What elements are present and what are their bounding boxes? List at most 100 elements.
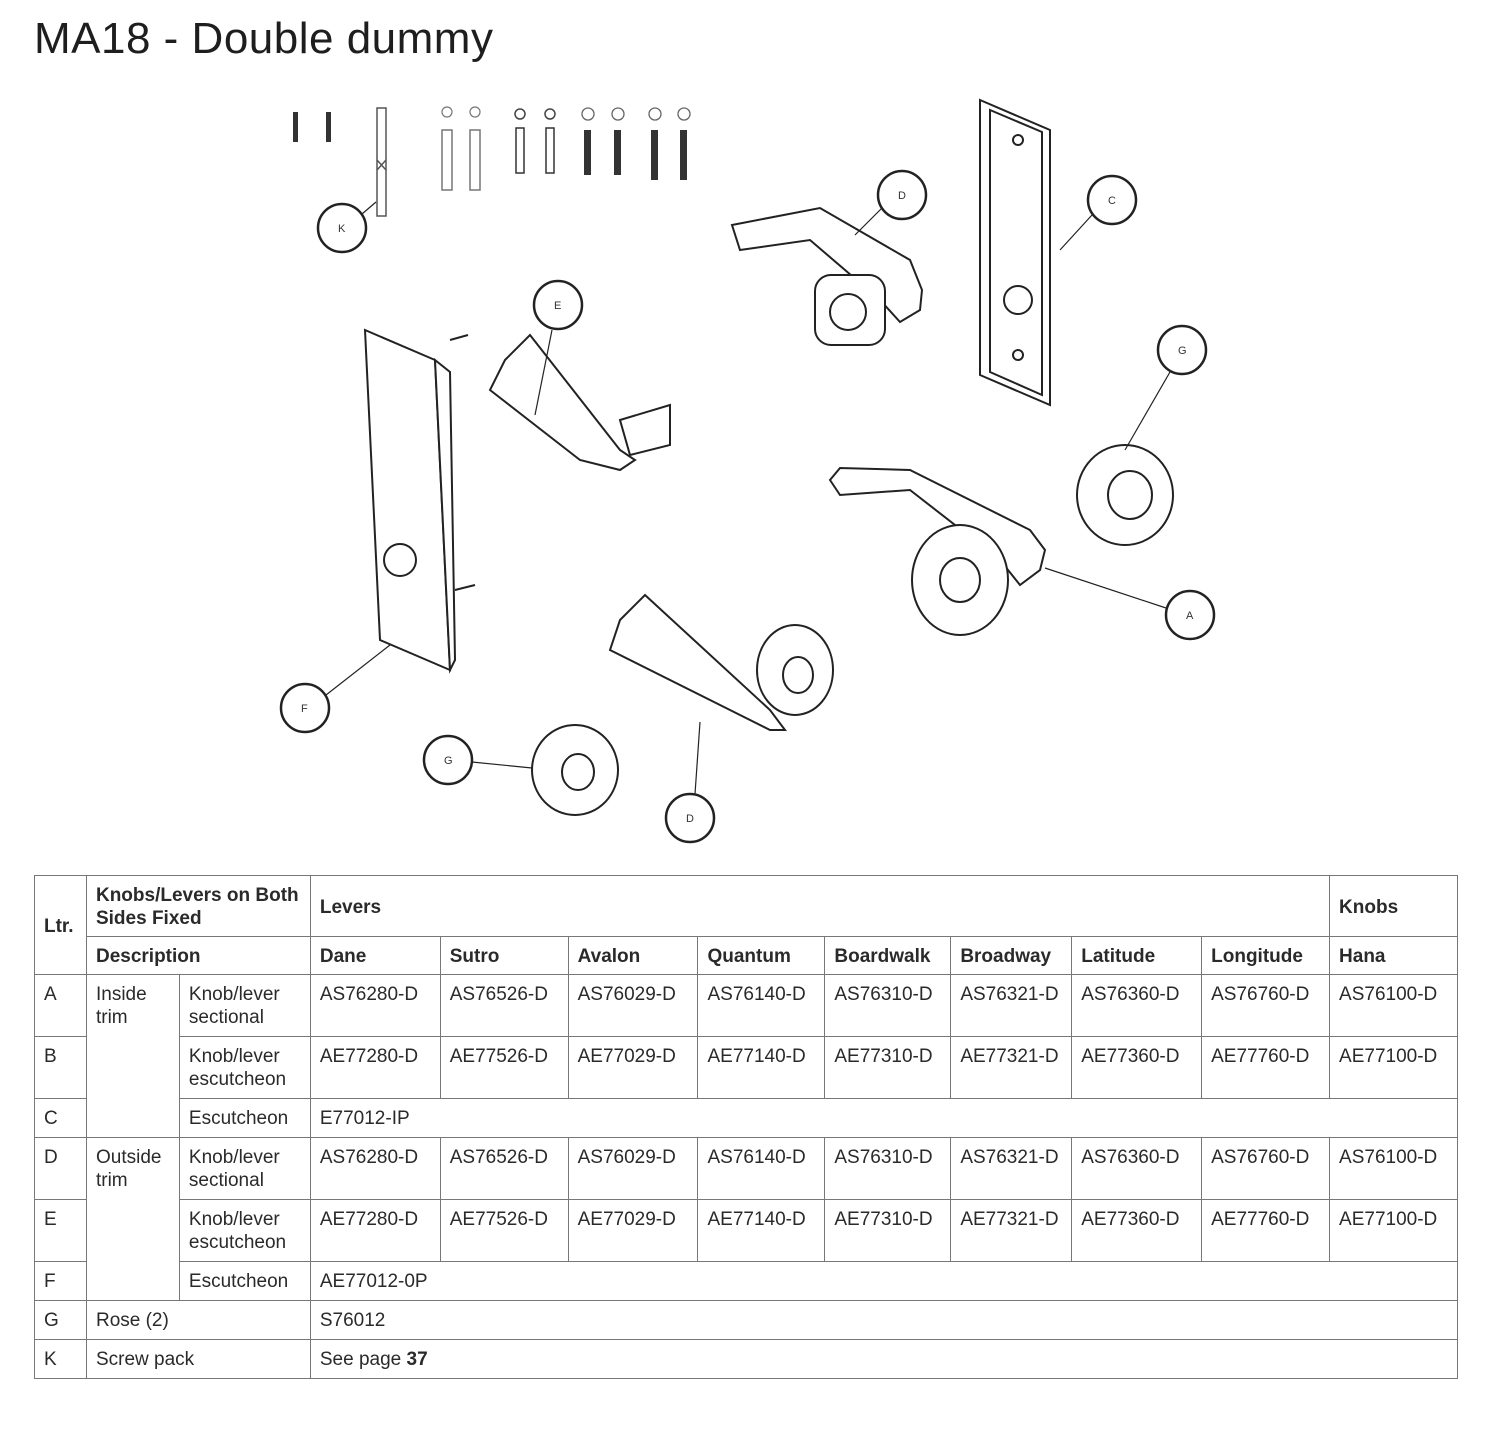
- lever-d-lower-illustration: [608, 593, 834, 731]
- part-number: AE77310-D: [824, 1199, 952, 1262]
- table-row: E Knob/lever escutcheon AE77280-D AE7752…: [34, 1199, 1458, 1262]
- part-number: E77012-IP: [309, 1098, 1459, 1138]
- svg-text:A: A: [1186, 610, 1194, 622]
- table-row: D Outside trim Knob/lever sectional AS76…: [34, 1137, 1458, 1200]
- row-letter: D: [34, 1137, 87, 1200]
- row-group: Inside trim: [85, 974, 180, 1037]
- svg-text:C: C: [1108, 195, 1116, 207]
- col-header-levers: Levers: [309, 875, 1331, 937]
- col-header-model: Broadway: [950, 936, 1073, 975]
- callout-d-upper: D: [854, 169, 928, 236]
- col-header-model: Dane: [309, 936, 441, 975]
- part-number: AE77310-D: [824, 1036, 952, 1099]
- part-number: AE77100-D: [1329, 1036, 1458, 1099]
- callout-f: F: [279, 644, 391, 734]
- callout-e: E: [532, 279, 584, 416]
- part-number: S76012: [309, 1300, 1459, 1340]
- lever-d-upper-illustration: [730, 206, 924, 346]
- row-letter: F: [34, 1261, 87, 1301]
- part-number: AS76760-D: [1201, 1137, 1331, 1200]
- table-header-row: Ltr. Knobs/Levers on Both Sides Fixed Le…: [34, 875, 1458, 975]
- row-letter: B: [34, 1036, 87, 1099]
- rose-g-right-illustration: [1076, 444, 1174, 546]
- table-subheader-row: Description Dane Sutro Avalon Quantum Bo…: [35, 936, 1458, 975]
- col-header-model: Sutro: [439, 936, 569, 975]
- page-title: MA18 - Double dummy: [34, 14, 494, 63]
- callout-k: K: [316, 201, 377, 254]
- col-header-knobs: Knobs: [1329, 875, 1458, 937]
- row-group-empty: [85, 1098, 180, 1138]
- escutcheon-f-illustration: [363, 328, 476, 674]
- page-reference-prefix: See page: [319, 1349, 402, 1370]
- part-number: AE77280-D: [309, 1199, 441, 1262]
- col-header-model: Hana: [1329, 936, 1458, 975]
- table-row: C Escutcheon E77012-IP: [34, 1098, 1459, 1138]
- table-row: G Rose (2) S76012: [34, 1300, 1459, 1340]
- col-header-model: Longitude: [1201, 936, 1331, 975]
- svg-text:G: G: [444, 755, 453, 767]
- rose-g-bottom-illustration: [531, 724, 619, 816]
- part-number: AE77100-D: [1329, 1199, 1458, 1262]
- svg-text:F: F: [301, 703, 308, 715]
- row-letter: E: [34, 1199, 87, 1262]
- callout-c: C: [1059, 174, 1138, 251]
- part-number: AE77029-D: [567, 1199, 699, 1262]
- callout-a: A: [1044, 567, 1216, 641]
- page-number-link[interactable]: 37: [406, 1349, 428, 1370]
- lever-a-illustration: [828, 466, 1047, 636]
- part-number: AS76310-D: [824, 1137, 952, 1200]
- part-number: AE77029-D: [567, 1036, 699, 1099]
- part-number: AE77526-D: [439, 1199, 569, 1262]
- col-header-description: Description: [85, 936, 311, 975]
- part-number: AS76100-D: [1329, 974, 1458, 1037]
- part-number: AE77280-D: [309, 1036, 441, 1099]
- escutcheon-c-illustration: [979, 98, 1051, 407]
- page-reference: See page 37: [309, 1339, 1459, 1379]
- part-number: AE77321-D: [950, 1199, 1073, 1262]
- row-letter: G: [34, 1300, 87, 1340]
- part-number: AS76280-D: [309, 974, 441, 1037]
- part-number: AS76280-D: [309, 1137, 441, 1200]
- table-row: A Inside trim Knob/lever sectional AS762…: [34, 974, 1458, 1037]
- row-description: Knob/lever escutcheon: [178, 1036, 311, 1099]
- svg-text:D: D: [898, 190, 906, 202]
- col-header-group: Knobs/Levers on Both Sides Fixed: [85, 875, 311, 937]
- part-number: AS76526-D: [439, 974, 569, 1037]
- row-description: Knob/lever escutcheon: [178, 1199, 311, 1262]
- part-number: AS76360-D: [1071, 974, 1203, 1037]
- row-group-empty: [85, 1036, 180, 1099]
- table-row: F Escutcheon AE77012-0P: [34, 1261, 1459, 1301]
- part-number: AE77360-D: [1071, 1199, 1203, 1262]
- row-letter: A: [34, 974, 87, 1037]
- part-number: AS76029-D: [567, 1137, 699, 1200]
- row-group-empty: [85, 1199, 180, 1262]
- part-number: AE77140-D: [697, 1036, 826, 1099]
- row-group-empty: [85, 1261, 180, 1301]
- svg-text:E: E: [554, 300, 561, 312]
- callout-g-right: G: [1124, 324, 1208, 451]
- part-number: AE77012-0P: [309, 1261, 1459, 1301]
- table-row: B Knob/lever escutcheon AE77280-D AE7752…: [34, 1036, 1458, 1099]
- part-number: AS76140-D: [697, 1137, 826, 1200]
- part-number: AE77760-D: [1201, 1036, 1331, 1099]
- exploded-parts-diagram: K E D C G F A G D: [250, 90, 1250, 860]
- col-header-model: Quantum: [697, 936, 826, 975]
- part-number: AE77760-D: [1201, 1199, 1331, 1262]
- svg-text:G: G: [1178, 345, 1187, 357]
- part-number: AE77140-D: [697, 1199, 826, 1262]
- row-description: Rose (2): [85, 1300, 311, 1340]
- col-header-model: Avalon: [567, 936, 699, 975]
- part-number: AS76360-D: [1071, 1137, 1203, 1200]
- table-row: K Screw pack See page 37: [34, 1339, 1459, 1379]
- col-header-model: Boardwalk: [824, 936, 952, 975]
- part-number: AE77360-D: [1071, 1036, 1203, 1099]
- row-description: Knob/lever sectional: [178, 974, 311, 1037]
- row-letter: C: [34, 1098, 87, 1138]
- callout-g-bottom: G: [422, 734, 533, 786]
- row-description: Knob/lever sectional: [178, 1137, 311, 1200]
- part-number: AS76760-D: [1201, 974, 1331, 1037]
- part-number: AE77321-D: [950, 1036, 1073, 1099]
- part-number: AE77526-D: [439, 1036, 569, 1099]
- row-description: Escutcheon: [178, 1098, 311, 1138]
- row-description: Escutcheon: [178, 1261, 311, 1301]
